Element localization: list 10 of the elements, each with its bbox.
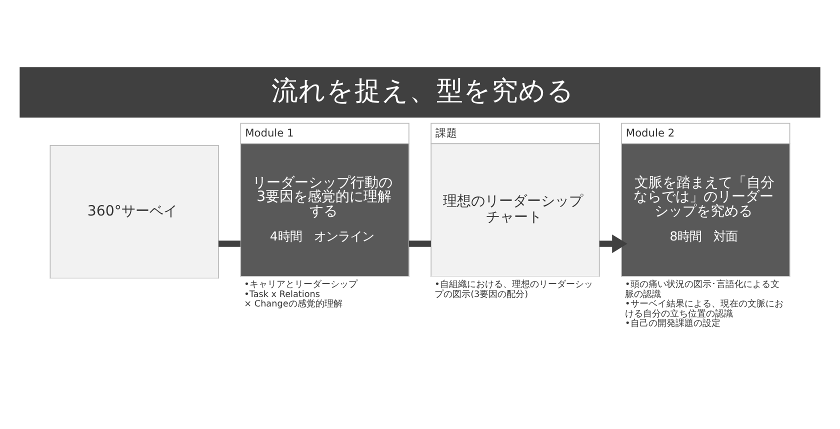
node-label: •Task x Relations × Changeの感覚的理解 [244,289,342,310]
node-label: •自組織における、理想のリーダーシップの図示(3要因の配分) [434,280,593,300]
connector [218,240,241,246]
diagram-title: 流れを捉え、型を究める [272,74,575,106]
node-label: •自己の開発課題の設定 [625,318,720,329]
node-label: •頭の痛い状況の図示･言語化による文脈の認識 [625,280,780,300]
connector [408,240,431,246]
arrow [599,234,628,253]
node-label: •キャリアとリーダーシップ [244,280,358,290]
node-label: •サーベイ結果による、現在の文脈における自分の立ち位置の認識 [625,299,784,319]
